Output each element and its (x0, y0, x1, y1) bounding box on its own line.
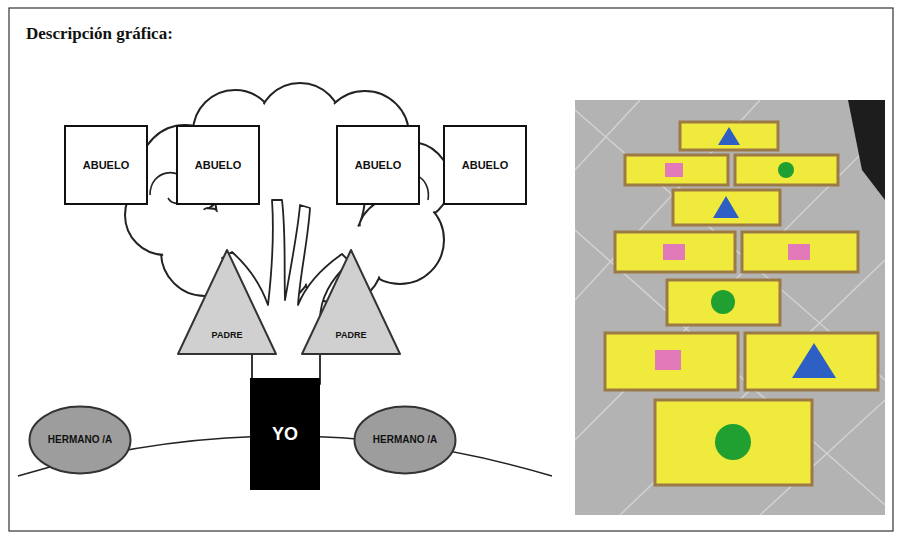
triangle-shape (178, 250, 276, 354)
node-label: ABUELO (195, 159, 241, 172)
hopscotch-cards (605, 122, 878, 485)
node-label: ABUELO (83, 159, 129, 172)
floor-tiles (575, 100, 885, 515)
hopscotch-card (680, 122, 778, 150)
parent-triangle: PADRE (176, 248, 278, 356)
self-box: YO (250, 378, 320, 490)
page-title: Descripción gráfica: (26, 24, 173, 44)
hopscotch-card (667, 280, 780, 325)
pink-square (665, 163, 683, 177)
node-label: HERMANO /A (48, 434, 112, 446)
tree-crown-outline (125, 83, 450, 304)
node-label: YO (272, 424, 298, 445)
grandparent-box: ABUELO (64, 125, 148, 205)
hopscotch-card (615, 232, 735, 272)
door-shadow (848, 100, 885, 200)
hopscotch-shapes (655, 127, 836, 460)
floor-photo (575, 100, 885, 515)
green-circle (711, 290, 735, 314)
node-label: ABUELO (355, 159, 401, 172)
grandparent-box: ABUELO (443, 125, 527, 205)
blue-triangle (792, 343, 836, 378)
hopscotch-card (655, 400, 812, 485)
grandparent-box: ABUELO (336, 125, 420, 205)
ellipse-shape (30, 407, 131, 474)
hopscotch-card (735, 155, 838, 185)
tree-crown-fill (127, 85, 448, 302)
pink-square (655, 350, 681, 370)
hopscotch-card (625, 155, 728, 185)
node-label: HERMANO /A (373, 434, 437, 446)
pink-square (788, 244, 810, 260)
hopscotch-card (742, 232, 858, 272)
triangle-outline (176, 248, 278, 356)
sibling-ellipse: HERMANO /A (28, 405, 132, 475)
node-label: PADRE (212, 330, 243, 340)
blue-triangle (713, 196, 739, 218)
parent-triangle: PADRE (300, 248, 402, 356)
tile-joint (575, 230, 885, 505)
frame-border (9, 8, 893, 531)
node-label: ABUELO (462, 159, 508, 172)
hopscotch-card (605, 333, 738, 390)
grandparent-box: ABUELO (176, 125, 260, 205)
green-circle (778, 162, 794, 178)
triangle-shape (302, 250, 400, 354)
ellipse-shape (355, 407, 456, 474)
node-label: PADRE (336, 330, 367, 340)
hopscotch-card (745, 333, 878, 390)
hopscotch-card (673, 190, 780, 225)
pink-square (663, 244, 685, 260)
sibling-ellipse: HERMANO /A (353, 405, 457, 475)
blue-triangle (718, 127, 740, 145)
triangle-outline (300, 248, 402, 356)
tile-joint (575, 130, 885, 440)
green-circle (715, 424, 751, 460)
